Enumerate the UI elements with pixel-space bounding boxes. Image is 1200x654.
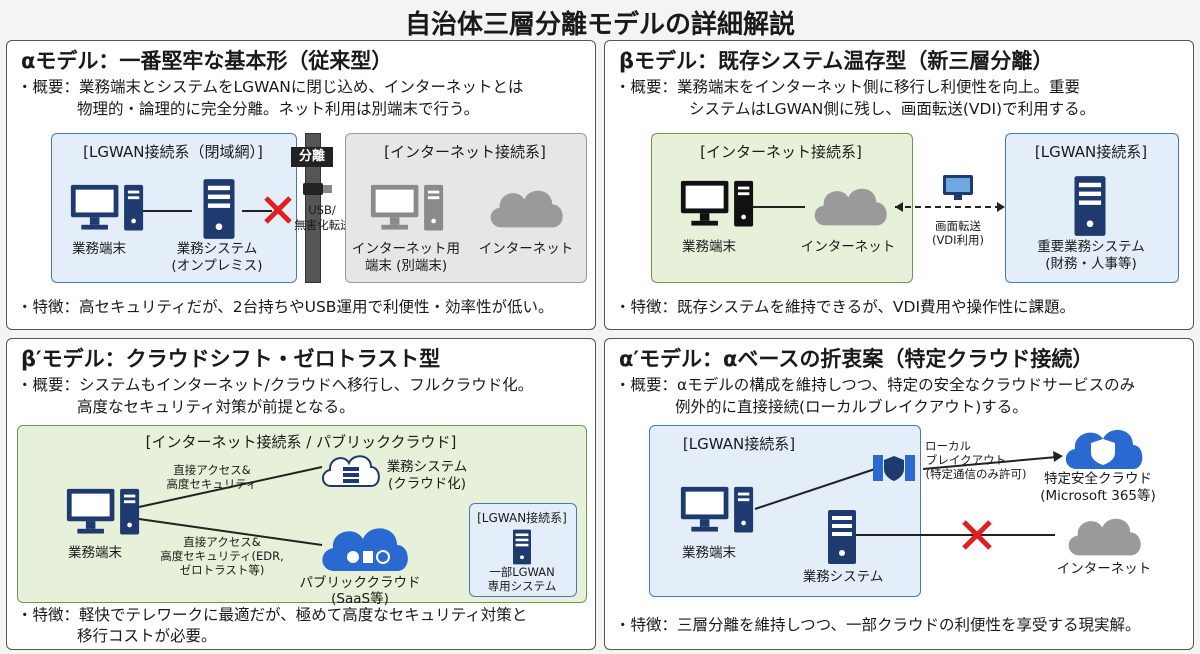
beta-prime-cloud1-label-2: (クラウド化) [387, 476, 467, 492]
alpha-prime-breakout-1: ローカル [925, 439, 971, 453]
alpha-prime-panel: α′モデル：αベースの折衷案（特定クラウド接続） ・概要：αモデルの構成を維持し… [604, 338, 1194, 650]
beta-feature: ・特徴：既存システムを維持できるが、VDI費用や操作性に課題。 [615, 298, 1076, 316]
alpha-prime-pc-label: 業務端末 [682, 545, 736, 561]
beta-prime-cloud2-label-1: パブリッククラウド [299, 575, 421, 591]
alpha-prime-feature: ・特徴：三層分離を維持しつつ、一部クラウドの利便性を享受する現実解。 [615, 616, 1141, 634]
beta-prime-link2-label-3: ゼロトラスト等) [179, 563, 265, 577]
beta-heading: βモデル：既存システム温存型（新三層分離） [619, 49, 1054, 73]
beta-prime-link2-label-1: 直接アクセス& [183, 535, 261, 549]
alpha-prime-overview-1: ・概要：αモデルの構成を維持しつつ、特定の安全なクラウドサービスのみ [615, 376, 1136, 394]
alpha-pc-label: 業務端末 [72, 241, 126, 257]
alpha-prime-cloud1-label-1: 特定安全クラウド [1044, 471, 1152, 487]
cloud-icon [1063, 509, 1145, 559]
cloud-server-icon [322, 455, 380, 487]
blocked-x-icon [962, 520, 992, 550]
computer-icon [369, 183, 445, 240]
alpha-prime-links [754, 451, 1063, 536]
beta-prime-cloud2-label-2: (SaaS等) [331, 591, 389, 607]
alpha-prime-lgwan-box-label: [LGWAN接続系] [682, 435, 796, 453]
usb-label-1: USB/ [308, 203, 336, 217]
beta-server-label-1: 重要業務システム [1037, 239, 1145, 255]
beta-overview-1: ・概要：業務端末をインターネット側に移行し利便性を向上。重要 [615, 78, 1081, 96]
beta-panel: βモデル：既存システム温存型（新三層分離） ・概要：業務端末をインターネット側に… [604, 40, 1194, 330]
alpha-server-label-2: (オンプレミス) [171, 258, 263, 274]
computer-icon [69, 183, 145, 240]
beta-lgwan-box-label: [LGWAN接続系] [1034, 143, 1148, 161]
beta-prime-feature-1: ・特徴：軽快でテレワークに最適だが、極めて高度なセキュリティ対策と [17, 606, 528, 624]
cloud-icon [809, 179, 891, 229]
alpha-prime-heading: α′モデル：αベースの折衷案（特定クラウド接続） [619, 347, 1094, 371]
computer-icon [679, 485, 755, 542]
alpha-prime-server-label: 業務システム [802, 569, 884, 585]
beta-prime-link1-label-2: 高度セキュリティ [166, 477, 258, 491]
alpha-prime-cloud2-label: インターネット [1056, 561, 1152, 577]
alpha-overview-2: 物理的・論理的に完全分離。ネット利用は別端末で行う。 [77, 100, 480, 118]
alpha-prime-overview-2: 例外的に直接接続(ローカルブレイクアウト)する。 [675, 398, 1028, 416]
computer-icon [679, 179, 755, 236]
beta-cloud-label: インターネット [800, 239, 896, 255]
beta-prime-cloud-box-label: [インターネット接続系 / パブリッククラウド] [145, 433, 457, 451]
beta-prime-link1-label-1: 直接アクセス& [173, 463, 251, 477]
beta-prime-heading: β′モデル：クラウドシフト・ゼロトラスト型 [21, 347, 441, 371]
server-icon [1073, 175, 1107, 237]
server-icon [202, 178, 236, 240]
beta-vdi-label-2: (VDI利用) [931, 233, 985, 247]
beta-prime-overview-1: ・概要：システムもインターネット/クラウドへ移行し、フルクラウド化。 [17, 376, 534, 394]
screen-share-icon [943, 175, 973, 200]
beta-links [753, 202, 1005, 212]
computer-icon [65, 487, 141, 544]
alpha-panel: αモデル：一番堅牢な基本形（従来型） ・概要：業務端末とシステムをLGWANに閉… [6, 40, 596, 330]
alpha-lgwan-box-label: [LGWAN接続系（閉域網）] [83, 143, 263, 161]
beta-prime-lgwan-label-1: 一部LGWAN [489, 565, 555, 579]
beta-overview-2: システムはLGWAN側に残し、画面転送(VDI)で利用する。 [689, 100, 1096, 118]
blocked-x-icon [264, 196, 292, 224]
alpha-prime-breakout-3: (特定通信のみ許可) [925, 467, 1027, 481]
usb-label-2: 無害化転送 [294, 218, 352, 232]
alpha-server-label-1: 業務システム [176, 241, 258, 257]
shield-cloud-icon [1065, 429, 1143, 469]
beta-prime-link2-label-2: 高度セキュリティ(EDR, [160, 549, 284, 563]
alpha-feature: ・特徴：高セキュリティだが、2台持ちやUSB運用で利便性・効率性が低い。 [17, 298, 554, 316]
separation-pole [305, 133, 321, 283]
beta-prime-overview-2: 高度なセキュリティ対策が前提となる。 [77, 398, 355, 416]
beta-prime-feature-2: 移行コストが必要。 [77, 627, 217, 645]
alpha-inet-pc-label-2: 端末 (別端末) [364, 258, 448, 274]
beta-prime-pc-label: 業務端末 [68, 545, 122, 561]
server-icon [512, 529, 532, 565]
beta-prime-links [138, 466, 323, 546]
beta-prime-panel: β′モデル：クラウドシフト・ゼロトラスト型 ・概要：システムもインターネット/ク… [6, 338, 596, 650]
beta-server-label-2: (財務・人事等) [1045, 256, 1137, 272]
beta-pc-label: 業務端末 [682, 239, 736, 255]
alpha-inet-pc-label-1: インターネット用 [352, 241, 460, 257]
beta-prime-lgwan-label-2: 専用システム [487, 579, 557, 593]
public-cloud-icon [322, 528, 408, 571]
alpha-inet-box-label: [インターネット接続系] [384, 143, 546, 161]
alpha-overview-1: ・概要：業務端末とシステムをLGWANに閉じ込め、インターネットとは [17, 78, 524, 96]
separation-label: 分離 [291, 147, 333, 167]
page-title: 自治体三層分離モデルの詳細解説 [404, 10, 795, 40]
beta-prime-lgwan-box-label: [LGWAN接続系] [477, 511, 567, 525]
cloud-icon [485, 181, 567, 231]
beta-inet-box-label: [インターネット接続系] [700, 143, 862, 161]
alpha-heading: αモデル：一番堅牢な基本形（従来型） [21, 49, 393, 73]
beta-vdi-label-1: 画面転送 [935, 219, 981, 233]
alpha-cloud-label: インターネット [478, 241, 574, 257]
alpha-prime-breakout-2: ブレイクアウト [925, 453, 1007, 467]
usb-icon [303, 183, 332, 195]
alpha-prime-cloud1-label-2: (Microsoft 365等) [1040, 488, 1156, 504]
beta-prime-cloud1-label-1: 業務システム [386, 459, 468, 475]
gateway-shield-icon [873, 455, 915, 481]
server-icon [827, 509, 857, 565]
